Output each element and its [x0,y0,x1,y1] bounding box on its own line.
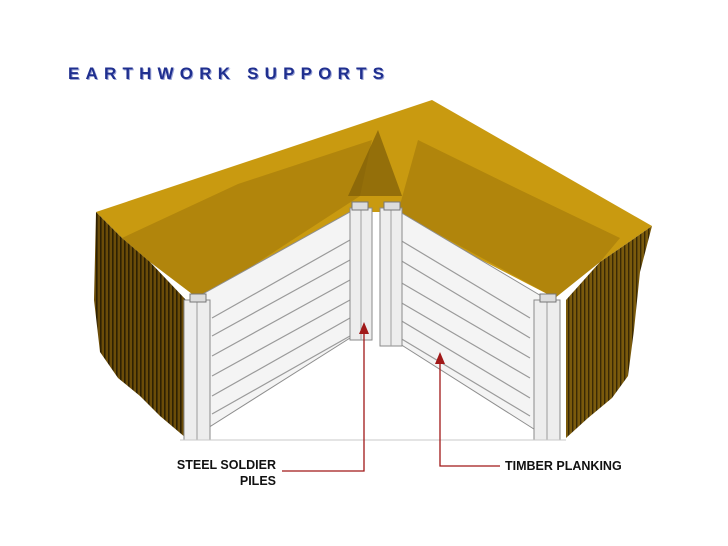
soldier-pile-center-left [349,201,373,341]
label-steel-soldier-piles-line1: STEEL SOLDIER [176,458,276,472]
planks-right [399,239,531,417]
label-steel-soldier-piles: STEEL SOLDIER PILES [150,457,276,489]
ground-shadow-left [122,140,372,300]
soil-face-right [566,226,652,438]
soldier-pile-right-outer [533,293,561,441]
soldier-pile-left-outer [183,293,211,441]
label-steel-soldier-piles-line2: PILES [239,474,276,488]
soldier-pile-center-right [379,201,403,347]
ground-shadow-center [348,130,402,196]
leader-soldier-piles [282,322,369,472]
page-title: EARTHWORK SUPPORTS [68,64,391,83]
leader-timber-planking [435,352,500,467]
ground-shadow-right [398,140,620,298]
soil-face-left [94,212,186,438]
label-timber-planking: TIMBER PLANKING [505,459,622,473]
planks-left [211,239,351,415]
